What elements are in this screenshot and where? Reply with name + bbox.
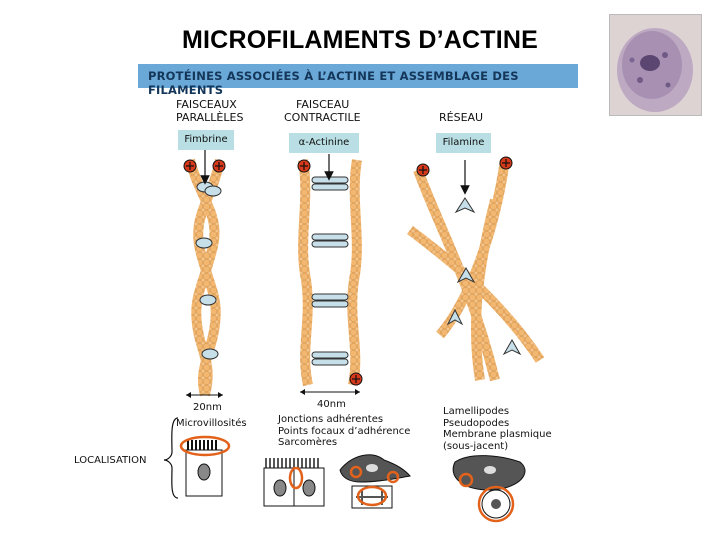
junctions-icon [263,454,411,509]
cell-micrograph-image [609,14,702,116]
localisation-item: (sous-jacent) [443,440,509,452]
localisation-parallel: Microvillosités [176,418,247,430]
heading-line: FAISCEAU [296,98,350,111]
localisation-network: Lamellipodes Pseudopodes Membrane plasmi… [443,406,552,452]
contractile-bundle [297,154,363,395]
localisation-item: Membrane plasmique [443,429,552,440]
localisation-item: Lamellipodes [443,406,510,417]
localisation-brace [163,417,179,499]
lamellipodia-icon [452,455,526,523]
measure-40nm: 40nm [317,399,346,410]
localisation-label: LOCALISATION [74,455,147,466]
heading-line: RÉSEAU [439,111,484,124]
measure-20nm: 20nm [193,402,222,413]
heading-parallel-bundles: FAISCEAUX PARALLÈLES [176,98,243,124]
protein-box-fimbrine: Fimbrine [178,130,234,150]
section-banner: PROTÉINES ASSOCIÉES À L’ACTINE ET ASSEMB… [138,64,578,97]
localisation-item: Points focaux d’adhérence [278,425,411,437]
localisation-item: Jonctions adhérentes [278,414,384,425]
protein-box-alpha-actinine: α-Actinine [289,133,359,153]
heading-line: PARALLÈLES [176,111,244,124]
heading-network: RÉSEAU [439,111,483,124]
localisation-item: Sarcomères [278,437,338,448]
network [406,156,545,382]
heading-line: CONTRACTILE [284,111,361,124]
heading-contractile-bundle: FAISCEAU CONTRACTILE [284,98,361,124]
microvilli-icon [179,435,231,497]
heading-line: FAISCEAUX [176,98,237,111]
localisation-item: Pseudopodes [443,417,510,429]
page-title: MICROFILAMENTS D’ACTINE [182,26,538,54]
localisation-contractile: Jonctions adhérentes Points focaux d’adh… [278,414,410,449]
parallel-bundle [183,150,226,398]
protein-box-filamine: Filamine [436,133,491,153]
banner-text: PROTÉINES ASSOCIÉES À L’ACTINE ET ASSEMB… [148,69,519,97]
localisation-item: Microvillosités [176,418,247,429]
